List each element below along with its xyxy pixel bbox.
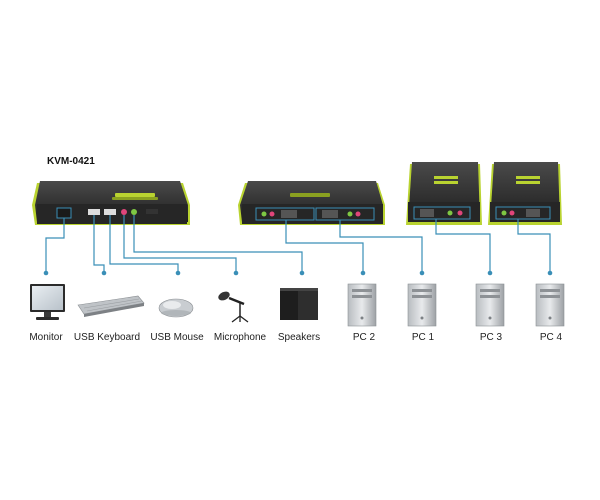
speakers-icon xyxy=(280,288,318,320)
label-speakers: Speakers xyxy=(277,332,321,343)
keyboard-icon xyxy=(77,295,145,317)
cable-pc3 xyxy=(435,219,491,272)
kvm-front-unit xyxy=(32,181,190,225)
label-pc2: PC 2 xyxy=(352,332,376,343)
label-microphone: Microphone xyxy=(213,332,267,343)
label-pc4: PC 4 xyxy=(539,332,563,343)
label-pc1: PC 1 xyxy=(411,332,435,343)
monitor-icon xyxy=(30,284,65,320)
model-label: KVM-0421 xyxy=(47,156,95,167)
cable-pc1 xyxy=(339,220,423,272)
label-pc3: PC 3 xyxy=(479,332,503,343)
cable-monitor xyxy=(45,218,65,272)
microphone-icon xyxy=(218,291,249,323)
cable-microphone xyxy=(123,215,237,272)
pc4-icon xyxy=(535,283,565,327)
kvm-side-unit-right xyxy=(488,162,562,225)
cable-pc4 xyxy=(517,219,551,272)
cable-pc2 xyxy=(285,220,364,272)
cable-speakers xyxy=(133,215,303,272)
label-usb-mouse: USB Mouse xyxy=(150,332,204,343)
label-usb-keyboard: USB Keyboard xyxy=(73,332,141,343)
label-monitor: Monitor xyxy=(29,332,63,343)
pc2-icon xyxy=(347,283,377,327)
kvm-rear-unit xyxy=(238,181,385,225)
mouse-icon xyxy=(158,298,194,318)
cable-mouse xyxy=(109,215,179,272)
cable-keyboard xyxy=(93,215,105,272)
pc1-icon xyxy=(407,283,437,327)
kvm-side-unit-left xyxy=(406,162,482,225)
pc3-icon xyxy=(475,283,505,327)
cable-endpoints xyxy=(43,270,553,276)
cables xyxy=(45,215,551,272)
